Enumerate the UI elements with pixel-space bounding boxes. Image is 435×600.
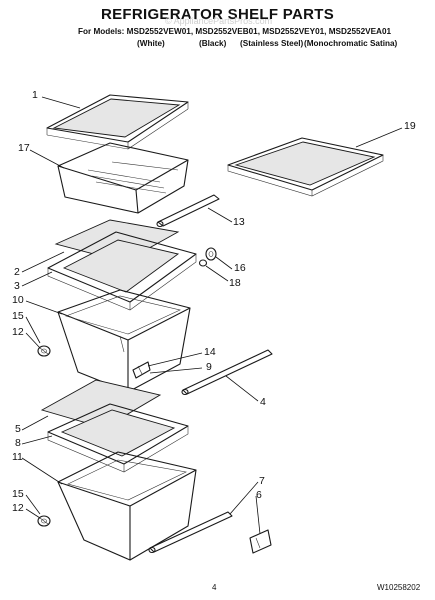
callout-12-upper: 12 <box>12 326 24 338</box>
callout-16: 16 <box>234 262 246 274</box>
finish-white: (White) <box>137 39 165 48</box>
models-line: For Models: MSD2552VEW01, MSD2552VEB01, … <box>78 27 392 36</box>
document-number: W10258202 <box>377 583 421 592</box>
part-1-upper-shelf <box>46 94 189 150</box>
watermark-text: © AppliancePartsPros.com <box>165 16 273 26</box>
callout-11: 11 <box>12 451 23 463</box>
part-3-cover-frame <box>47 231 197 311</box>
callout-14: 14 <box>204 346 216 358</box>
part-5-lower-glass <box>40 379 162 429</box>
part-7-lower-rod <box>148 511 233 554</box>
callout-4: 4 <box>260 396 266 408</box>
finish-black: (Black) <box>199 39 227 48</box>
callout-1: 1 <box>32 89 38 101</box>
part-16-roller <box>205 247 217 261</box>
part-4-long-rod <box>181 349 273 396</box>
part-19-right-shelf <box>227 137 384 197</box>
callout-19: 19 <box>404 120 416 132</box>
part-17-deli-drawer <box>57 142 189 214</box>
part-15-12-upper-roller <box>37 345 51 357</box>
callout-5: 5 <box>15 423 21 435</box>
callout-10: 10 <box>12 294 24 306</box>
finish-stainless: (Stainless Steel) <box>240 39 304 48</box>
page-title: REFRIGERATOR SHELF PARTS <box>100 6 335 23</box>
part-14-9-slide-clip <box>132 361 151 379</box>
page-number: 4 <box>212 583 217 592</box>
finish-satina: (Monochromatic Satina) <box>304 39 398 48</box>
part-18-spacer <box>198 259 208 267</box>
part-13-cover-rod <box>156 194 220 228</box>
callout-7: 7 <box>259 475 265 487</box>
part-6-clip <box>249 529 272 554</box>
callout-15-lower: 15 <box>12 488 24 500</box>
callout-13: 13 <box>233 216 245 228</box>
part-8-lower-frame <box>47 403 189 473</box>
callout-17: 17 <box>18 142 30 154</box>
leader-lines <box>21 96 403 535</box>
callout-2: 2 <box>14 266 20 278</box>
callout-9: 9 <box>206 361 212 373</box>
part-10-crisper-pan <box>57 289 191 393</box>
callout-8: 8 <box>15 437 21 449</box>
callout-3: 3 <box>14 280 20 292</box>
callout-15-upper: 15 <box>12 310 24 322</box>
callout-12-lower: 12 <box>12 502 24 514</box>
part-11-lower-pan <box>57 451 197 561</box>
part-15-12-lower-roller <box>37 515 51 527</box>
callout-6: 6 <box>256 489 262 501</box>
callout-18: 18 <box>229 277 241 289</box>
